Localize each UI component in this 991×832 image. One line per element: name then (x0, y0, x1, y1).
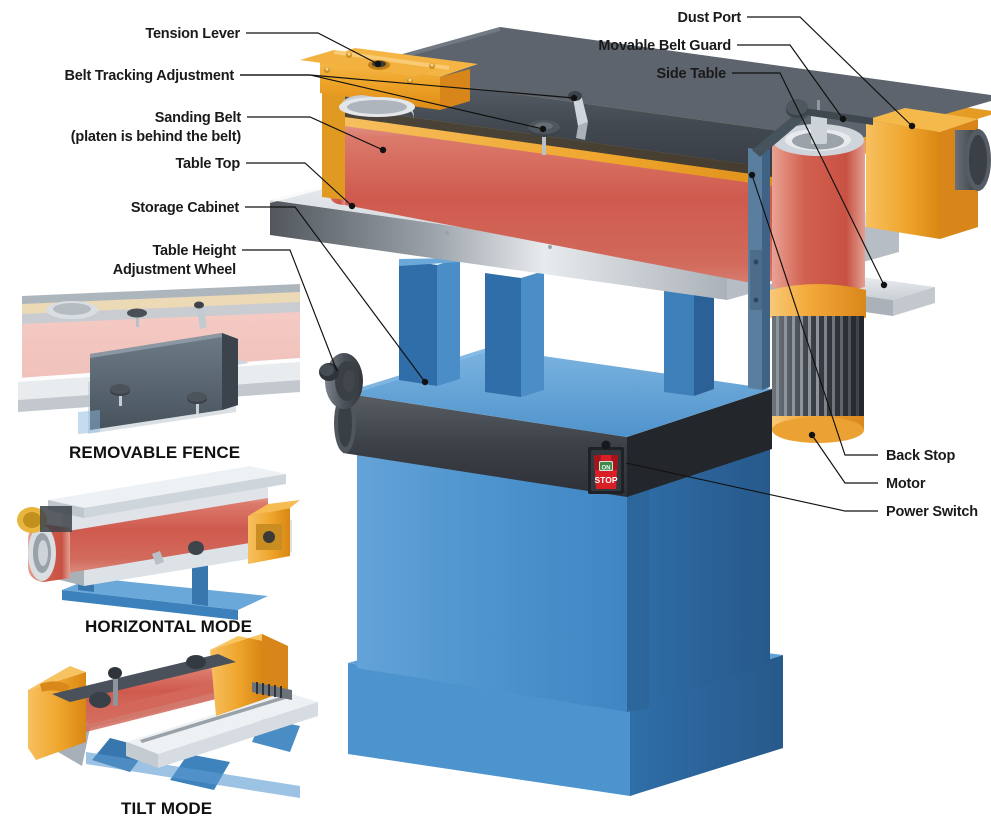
motor-fins (776, 316, 859, 418)
horizontal-mode-pulley (17, 506, 72, 533)
tilt-mode-lever (89, 667, 122, 708)
fence-inset-knob (127, 308, 147, 327)
left-drum (339, 95, 415, 120)
label-movable-belt-guard: Movable Belt Guard (598, 38, 731, 54)
power-switch[interactable]: ON STOP (588, 440, 624, 495)
label-power-switch: Power Switch (886, 504, 978, 520)
label-sanding-belt-note: (platen is behind the belt) (71, 129, 242, 145)
back-stop (748, 99, 873, 390)
right-labels: Dust Port Movable Belt Guard Side Table … (598, 10, 978, 520)
label-belt-tracking: Belt Tracking Adjustment (65, 68, 235, 84)
fence-inset-lever (194, 301, 207, 329)
label-tension-lever: Tension Lever (145, 26, 240, 42)
table-height-adjustment-wheel[interactable] (319, 353, 363, 409)
caption-tilt-mode: TILT MODE (121, 799, 212, 818)
inset-horizontal-mode: HORIZONTAL MODE (17, 466, 300, 636)
label-storage-cabinet: Storage Cabinet (131, 200, 240, 216)
belt-tracking-adjustment-knob[interactable] (528, 120, 560, 155)
motor (770, 284, 866, 443)
inset-removable-fence: REMOVABLE FENCE (18, 284, 300, 462)
fence-knob-left (110, 384, 130, 406)
leader-lines (240, 16, 916, 512)
storage-cabinet-body (357, 443, 770, 712)
main-machine: ON STOP (270, 27, 991, 796)
caption-horizontal-mode: HORIZONTAL MODE (85, 617, 252, 636)
left-labels: Tension Lever Belt Tracking Adjustment S… (65, 26, 242, 278)
right-drum (772, 100, 865, 294)
switch-on-label: ON (602, 466, 611, 472)
label-table-height-1: Table Height (152, 243, 236, 259)
label-dust-port: Dust Port (678, 10, 742, 26)
label-table-height-2: Adjustment Wheel (113, 262, 236, 278)
dust-port (955, 129, 991, 191)
inset-tilt-mode: TILT MODE (28, 634, 318, 818)
tilt-mode-right-housing (210, 634, 288, 716)
label-table-top: Table Top (175, 156, 240, 172)
label-side-table: Side Table (657, 66, 727, 82)
horizontal-mode-end-housing (248, 500, 300, 564)
tension-lever-housing (300, 48, 478, 110)
switch-stop-label: STOP (595, 475, 618, 485)
label-back-stop: Back Stop (886, 448, 955, 464)
label-motor: Motor (886, 476, 926, 492)
horizontal-mode-drum (28, 524, 70, 582)
caption-removable-fence: REMOVABLE FENCE (69, 443, 240, 462)
removable-fence-body (88, 333, 249, 434)
label-sanding-belt: Sanding Belt (155, 110, 242, 126)
fence-knob-right (187, 392, 207, 414)
tilt-mode-fins (252, 682, 292, 700)
